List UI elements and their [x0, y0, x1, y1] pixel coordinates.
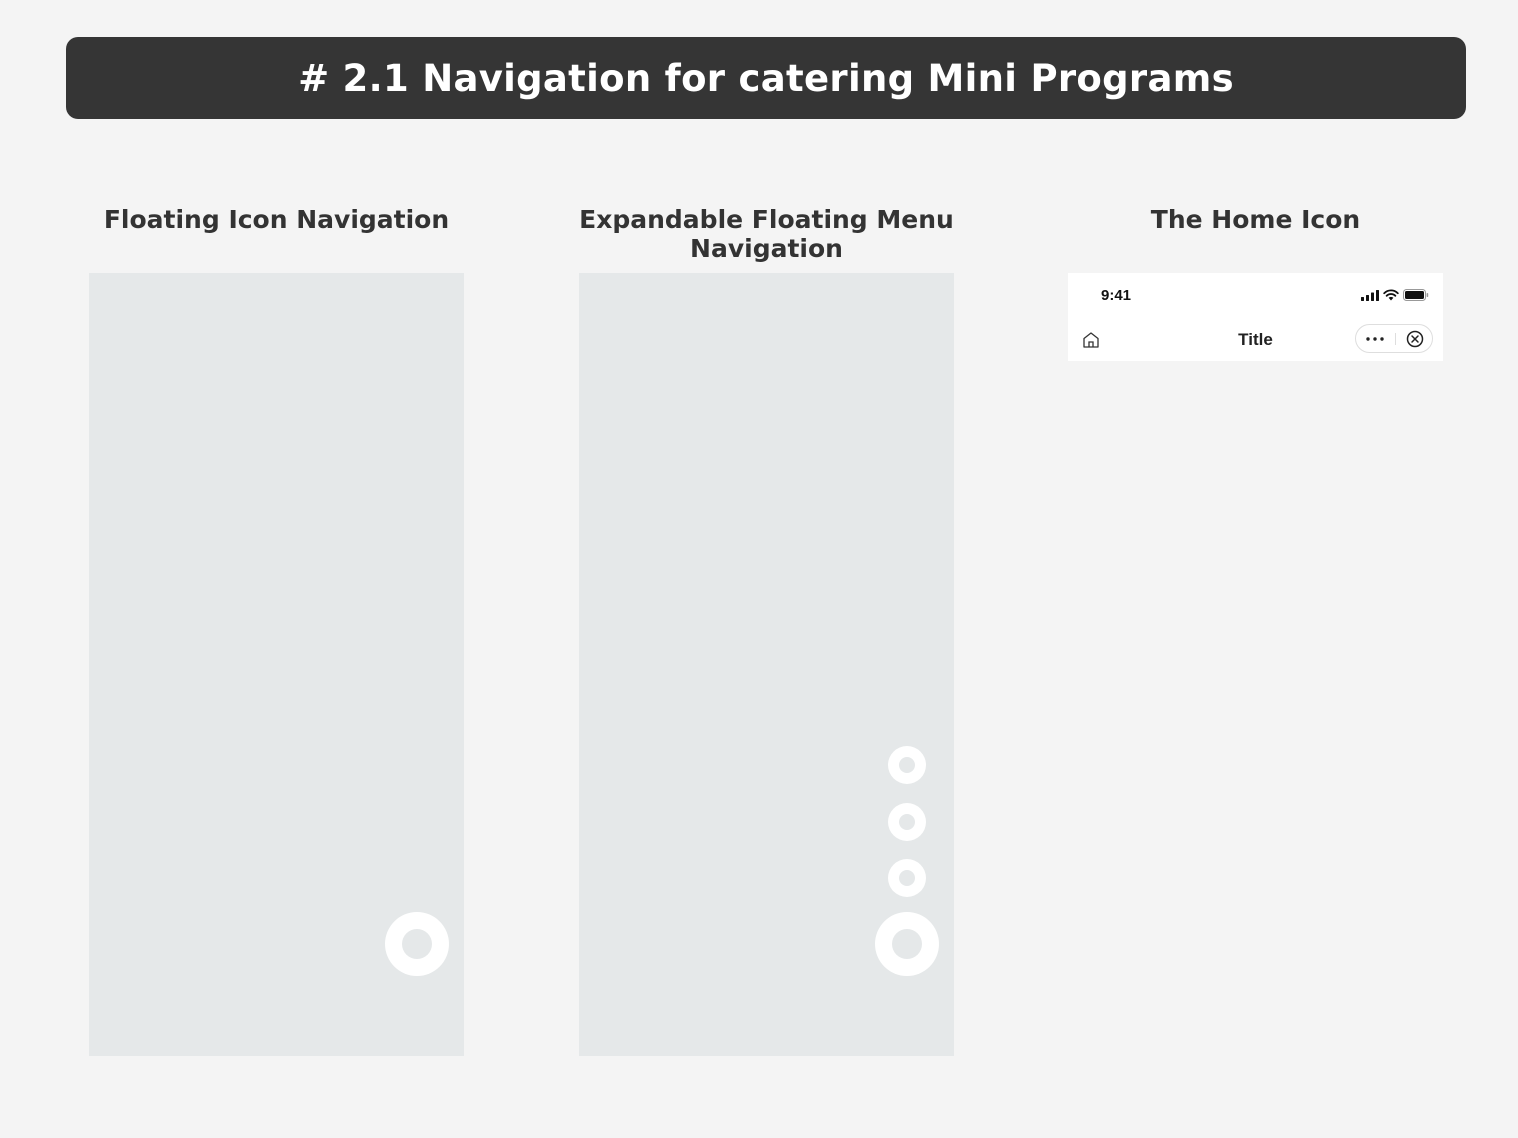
column-title-expandable-menu: Expandable Floating Menu Navigation — [579, 205, 954, 263]
floating-menu-item-2[interactable] — [888, 803, 926, 841]
fab-dot-icon — [892, 929, 922, 959]
more-button[interactable] — [1356, 325, 1394, 352]
capsule-menu — [1355, 324, 1433, 353]
mini-program-navbar: 9:41 Title — [1068, 273, 1443, 361]
menu-item-dot-icon — [899, 757, 915, 773]
home-button[interactable] — [1082, 331, 1100, 349]
wifi-icon — [1383, 289, 1399, 301]
phone-screen-floating-icon — [89, 273, 464, 1056]
page-title: # 2.1 Navigation for catering Mini Progr… — [298, 56, 1234, 100]
close-icon — [1406, 330, 1423, 347]
column-title-floating-icon: Floating Icon Navigation — [103, 205, 450, 234]
capsule-divider — [1395, 333, 1396, 345]
status-icons — [1361, 288, 1429, 302]
header-bar: # 2.1 Navigation for catering Mini Progr… — [66, 37, 1466, 119]
status-time: 9:41 — [1101, 287, 1132, 304]
home-icon — [1083, 332, 1099, 348]
battery-icon — [1403, 289, 1429, 301]
menu-item-dot-icon — [899, 870, 915, 886]
floating-action-button[interactable] — [385, 912, 449, 976]
more-icon — [1366, 336, 1384, 341]
column-title-home-icon: The Home Icon — [1150, 205, 1361, 234]
menu-item-dot-icon — [899, 814, 915, 830]
signal-icon — [1361, 289, 1379, 301]
phone-screen-expandable-menu — [579, 273, 954, 1056]
fab-dot-icon — [402, 929, 432, 959]
floating-menu-item-1[interactable] — [888, 746, 926, 784]
close-button[interactable] — [1396, 325, 1433, 352]
navbar-title: Title — [1238, 330, 1273, 349]
floating-menu-toggle-button[interactable] — [875, 912, 939, 976]
floating-menu-item-3[interactable] — [888, 859, 926, 897]
